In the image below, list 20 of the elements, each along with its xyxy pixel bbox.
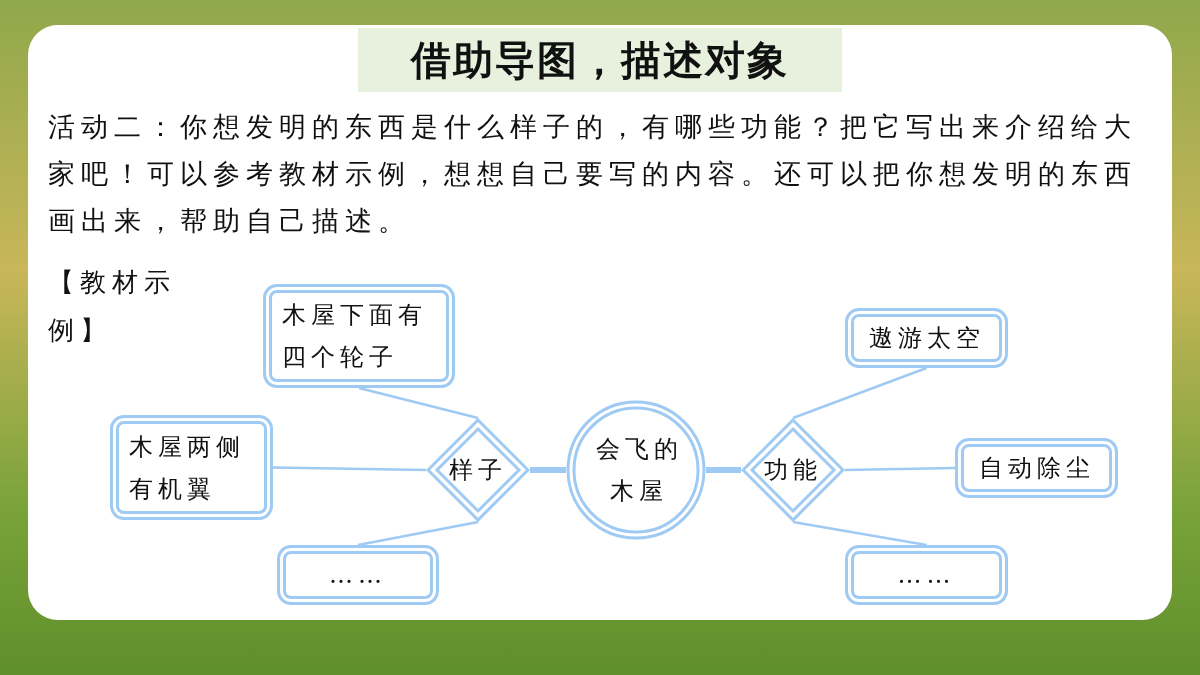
category-diamond: 样子	[426, 418, 530, 522]
text-box: ……	[277, 545, 439, 605]
instruction-text: 活动二：你想发明的东西是什么样子的，有哪些功能？把它写出来介绍给大家吧！可以参考教材示例，想想自己要写的内容。还可以把你想发明的东西画出来，帮助自己描述。	[48, 110, 1138, 238]
category-diamond: 功能	[741, 418, 845, 522]
connector-line	[844, 466, 956, 472]
connector-line	[706, 467, 741, 473]
text-box: 木屋两侧有机翼	[110, 415, 273, 520]
text-box: ……	[845, 545, 1008, 605]
title: 借助导图，描述对象	[358, 28, 842, 92]
connector-line	[792, 520, 927, 547]
text-box: 遨游太空	[845, 308, 1008, 368]
connector-line	[272, 466, 427, 472]
connector-line	[357, 520, 479, 547]
example-heading: 【教材示例】	[48, 266, 177, 347]
connector-line	[530, 467, 566, 473]
connector-line	[358, 386, 479, 420]
text-box: 木屋下面有四个轮子	[263, 284, 455, 388]
text-box: 自动除尘	[955, 438, 1118, 498]
topic-circle: 会飞的木屋	[566, 400, 706, 540]
connector-line	[792, 366, 927, 420]
